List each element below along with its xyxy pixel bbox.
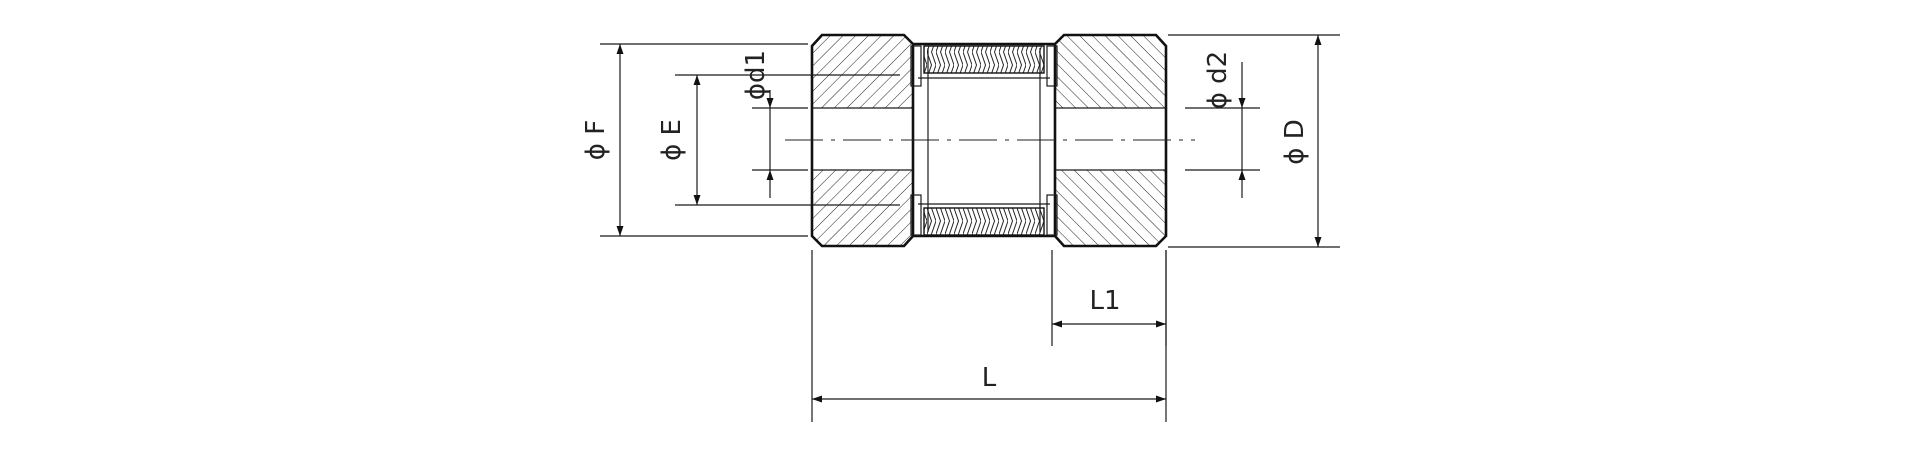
label-phi-e: ϕ E: [657, 119, 687, 161]
dimension-phi-d1: ϕd1: [741, 50, 808, 198]
dimension-phi-d: ϕ D: [1168, 34, 1340, 248]
right-top-clip: [1046, 45, 1058, 87]
dimension-phi-e: ϕ E: [657, 74, 900, 206]
bottom-spring: [923, 207, 1045, 236]
left-top-clip: [910, 45, 922, 87]
left-hub: [810, 33, 915, 248]
dimension-phi-d2: ϕ d2: [1185, 51, 1260, 198]
left-hub-top-section: [812, 35, 913, 108]
top-spring: [923, 45, 1045, 74]
dimension-l: L: [811, 250, 1167, 422]
right-hub-bottom-section: [1055, 170, 1166, 246]
label-phi-d1: ϕd1: [741, 50, 771, 100]
left-hub-bottom-section: [812, 170, 913, 246]
label-phi-d2: ϕ d2: [1203, 51, 1233, 109]
dimension-l1: L1: [1051, 250, 1167, 346]
right-hub-outline: [1053, 33, 1168, 248]
label-phi-d: ϕ D: [1280, 119, 1310, 164]
right-hub: [1053, 33, 1168, 248]
label-l: L: [982, 363, 997, 393]
label-phi-f: ϕ F: [581, 120, 611, 160]
spring-elements: [923, 45, 1045, 236]
label-l1: L1: [1089, 286, 1120, 316]
right-bottom-clip: [1046, 194, 1058, 236]
dimension-phi-f: ϕ F: [581, 43, 808, 237]
right-hub-top-section: [1055, 35, 1166, 108]
left-bottom-clip: [910, 194, 922, 236]
